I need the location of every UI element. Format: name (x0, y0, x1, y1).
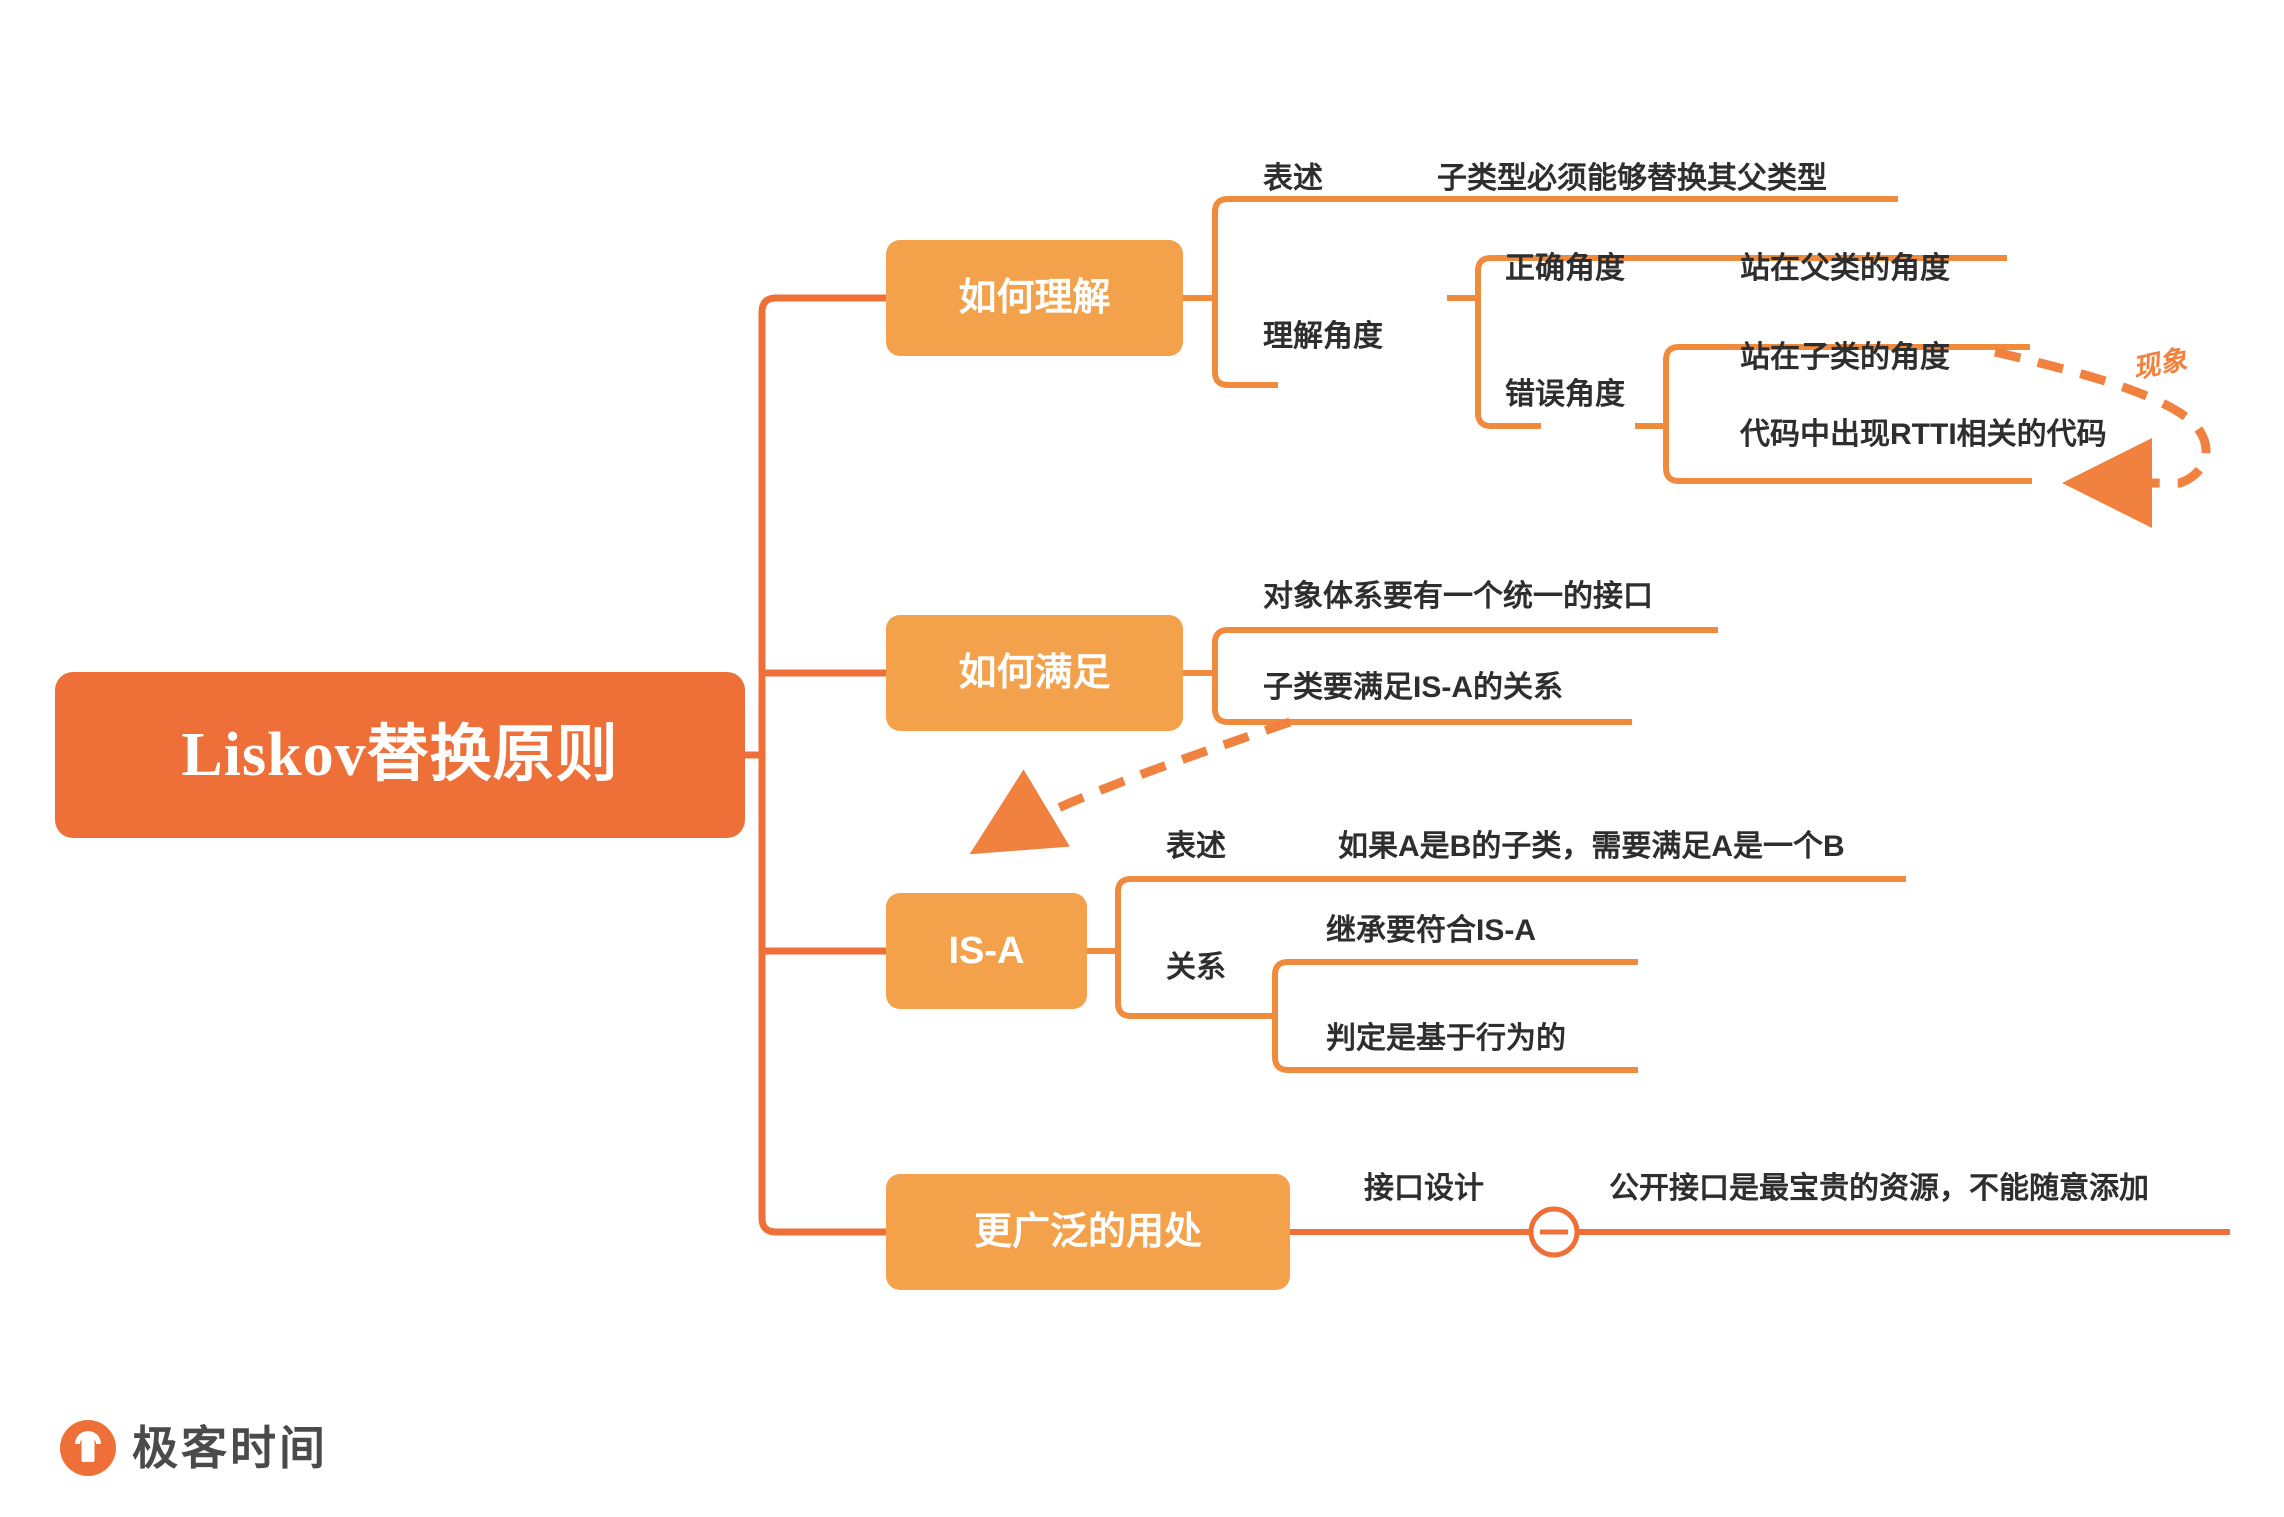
leaf-label-tongyijiekou[interactable]: 对象体系要有一个统一的接口 (1263, 580, 1653, 613)
leaf-label-zaizilei[interactable]: 站在子类的角度 (1740, 341, 1950, 374)
root-node[interactable]: Liskov替换原则 (55, 672, 745, 838)
leaf-label-zileixing[interactable]: 子类型必须能够替换其父类型 (1437, 162, 1827, 195)
branch-node-ruhemanzu[interactable]: 如何满足 (886, 615, 1183, 731)
branch-node-label: 如何理解 (958, 277, 1111, 319)
leaf-label-jichengisa[interactable]: 继承要符合IS-A (1326, 914, 1536, 947)
leaf-label-pandingxingwei[interactable]: 判定是基于行为的 (1326, 1022, 1566, 1055)
root-node-label: Liskov替换原则 (181, 721, 619, 789)
leaf-label-zileiisa[interactable]: 子类要满足IS-A的关系 (1263, 671, 1563, 704)
leaf-label-biaoshu-1[interactable]: 表述 (1263, 162, 1323, 195)
leaf-label-zaifulei[interactable]: 站在父类的角度 (1740, 252, 1950, 285)
branch-node-ruhelijie[interactable]: 如何理解 (886, 240, 1183, 356)
branch-node-label: IS-A (948, 930, 1025, 972)
branch-node-isa[interactable]: IS-A (886, 893, 1087, 1009)
branch-node-gengguangfan[interactable]: 更广泛的用处 (886, 1174, 1290, 1290)
leaf-label-biaoshu-2[interactable]: 表述 (1166, 830, 1226, 863)
leaf-label-ruguoab[interactable]: 如果A是B的子类，需要满足A是一个B (1338, 830, 1845, 863)
leaf-label-cuowujiaodu[interactable]: 错误角度 (1505, 378, 1625, 411)
branch-node-label: 更广泛的用处 (973, 1211, 1202, 1253)
leaf-label-zhengquejiaodu[interactable]: 正确角度 (1505, 252, 1625, 285)
leaf-label-gongkaijiekou[interactable]: 公开接口是最宝贵的资源，不能随意添加 (1609, 1172, 2149, 1205)
geektime-logo-icon (60, 1420, 116, 1476)
brand-logo: 极客时间 (60, 1420, 328, 1476)
branch-node-label: 如何满足 (958, 652, 1111, 694)
leaf-label-lijiejiaodu[interactable]: 理解角度 (1263, 320, 1383, 353)
leaf-label-guanxi[interactable]: 关系 (1166, 951, 1226, 984)
leaf-label-jiekousheji[interactable]: 接口设计 (1364, 1172, 1484, 1205)
annotation-arrow-isa (969, 717, 1292, 855)
leaf-label-rtti[interactable]: 代码中出现RTTI相关的代码 (1740, 418, 2107, 451)
annotation-arrow-xianxiang (1993, 347, 2211, 528)
brand-name: 极客时间 (132, 1422, 328, 1474)
